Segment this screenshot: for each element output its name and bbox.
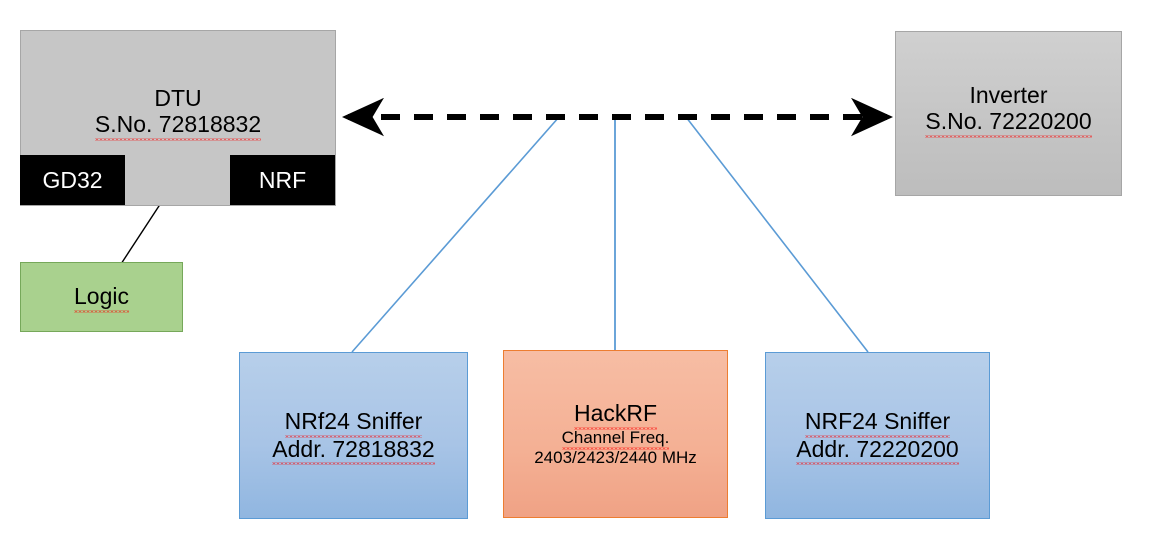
node-sniffer-left[interactable]: NRf24 Sniffer Addr. 72818832 [239, 352, 468, 519]
hackrf-channel-label: Channel Freq. [561, 427, 670, 450]
gd32-label: GD32 [42, 166, 103, 193]
node-gd32[interactable]: GD32 [20, 155, 125, 205]
sniffer-right-title: NRF24 Sniffer [804, 408, 951, 438]
hackrf-title: HackRF [573, 400, 658, 431]
logic-label: Logic [74, 283, 129, 314]
inverter-title: Inverter [969, 82, 1048, 108]
node-hackrf[interactable]: HackRF Channel Freq. 2403/2423/2440 MHz [503, 350, 728, 518]
inverter-serial: S.No. 72220200 [925, 108, 1092, 139]
sniffer-left-title: NRf24 Sniffer [284, 408, 423, 438]
sniffer-left-addr: Addr. 72818832 [272, 435, 436, 466]
dtu-serial: S.No. 72818832 [94, 111, 262, 142]
node-inverter[interactable]: Inverter S.No. 72220200 [895, 31, 1122, 196]
nrf-label: NRF [258, 166, 307, 193]
sniffer-right-addr: Addr. 72220200 [796, 435, 960, 466]
sniffer-left-tap-line [351, 116, 560, 353]
node-nrf[interactable]: NRF [230, 155, 335, 205]
dtu-title: DTU [154, 85, 202, 111]
node-logic[interactable]: Logic [20, 262, 183, 332]
sniffer-right-tap-line [685, 116, 869, 353]
node-sniffer-right[interactable]: NRF24 Sniffer Addr. 72220200 [765, 352, 990, 519]
hackrf-frequencies: 2403/2423/2440 MHz [534, 448, 697, 468]
